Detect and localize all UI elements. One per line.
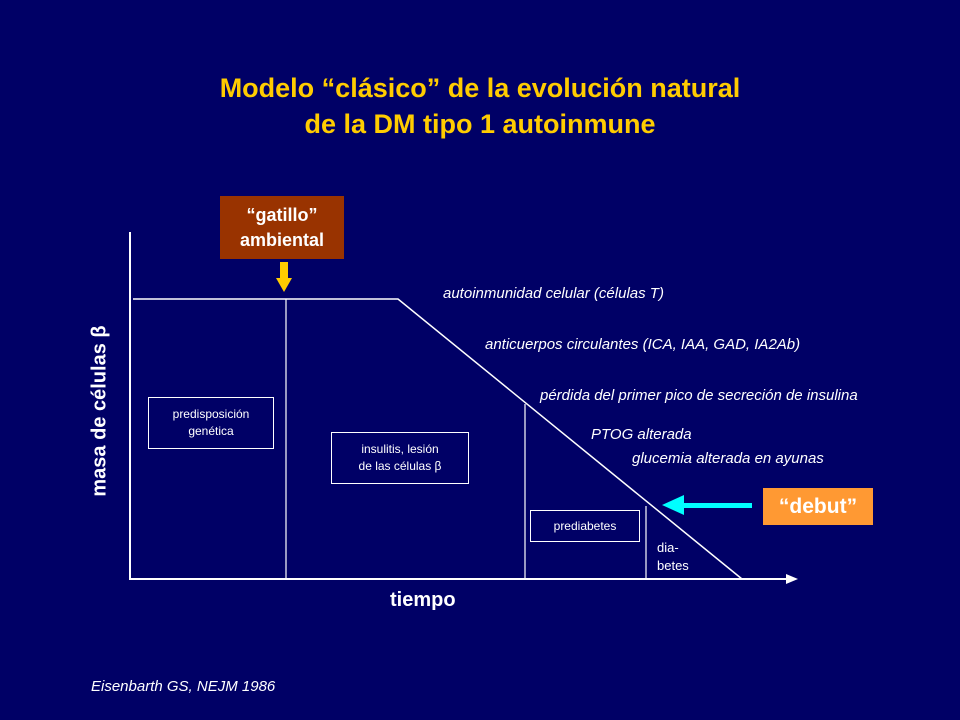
stage-diabetes: dia- betes: [657, 539, 689, 575]
stage-predisposition-line-2: genética: [188, 424, 234, 438]
x-axis-arrowhead: [786, 574, 798, 584]
title-line-1: Modelo “clásico” de la evolución natural: [219, 73, 741, 103]
annotation-first-peak-loss: pérdida del primer pico de secreción de …: [540, 387, 858, 404]
y-axis-label: masa de células β: [88, 325, 111, 497]
stage-prediabetes: prediabetes: [530, 510, 640, 542]
annotation-cellular-autoimmunity: autoinmunidad celular (células T): [443, 285, 664, 302]
trigger-line-2: ambiental: [239, 229, 325, 250]
debut-box: “debut”: [763, 488, 873, 525]
stage-insulitis: insulitis, lesión de las células β: [331, 432, 469, 484]
stage-diabetes-line-2: betes: [657, 558, 689, 573]
citation: Eisenbarth GS, NEJM 1986: [91, 678, 276, 695]
annotation-ptog: PTOG alterada: [591, 426, 692, 443]
trigger-arrow: [276, 262, 292, 292]
beta-cell-mass-curve: [133, 298, 743, 580]
x-axis-label: tiempo: [390, 589, 456, 611]
trigger-line-1: “gatillo”: [246, 204, 318, 225]
environmental-trigger-box: “gatillo” ambiental: [220, 196, 344, 259]
stage-predisposition: predisposición genética: [148, 397, 274, 449]
debut-arrow: [662, 495, 752, 515]
annotation-circulating-antibodies: anticuerpos circulantes (ICA, IAA, GAD, …: [485, 336, 801, 353]
stage-diabetes-line-1: dia-: [657, 540, 679, 555]
title-line-2: de la DM tipo 1 autoinmune: [304, 109, 656, 139]
stage-insulitis-line-1: insulitis, lesión: [361, 442, 439, 456]
slide-title: Modelo “clásico” de la evolución natural…: [0, 70, 960, 142]
annotation-fasting-glucose: glucemia alterada en ayunas: [632, 450, 824, 467]
stage-predisposition-line-1: predisposición: [172, 407, 250, 421]
stage-insulitis-line-2: de las células β: [358, 459, 442, 473]
stage-prediabetes-label: prediabetes: [553, 518, 617, 533]
